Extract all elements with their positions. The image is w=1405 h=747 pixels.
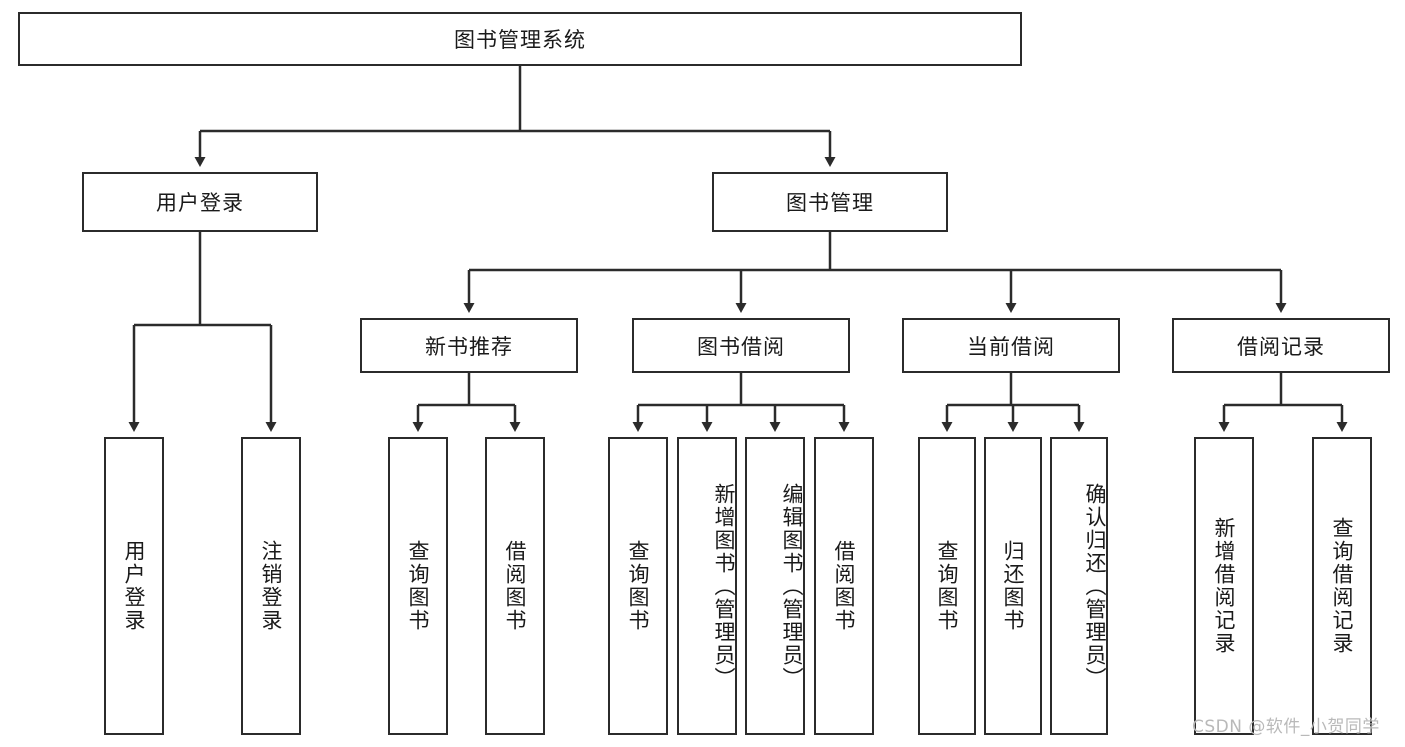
node-leaf-borrow-query-label: 查询图书 [626, 540, 651, 632]
node-root-label: 图书管理系统 [454, 28, 586, 52]
node-leaf-rec-add-label: 新增借阅记录 [1212, 517, 1237, 655]
node-leaf-rec-query2-label: 查询借阅记录 [1330, 517, 1355, 655]
node-leaf-borrow-query[interactable]: 查询图书 [608, 437, 668, 735]
node-leaf-user-logout[interactable]: 注销登录 [241, 437, 301, 735]
node-borrow-record-label: 借阅记录 [1237, 334, 1325, 359]
node-book-borrow-label: 图书借阅 [697, 334, 785, 359]
node-leaf-borrow-edit-label: 编辑图书（管理员） [780, 482, 804, 690]
node-leaf-borrow-edit[interactable]: 编辑图书（管理员） [745, 437, 805, 735]
node-new-book-rec-label: 新书推荐 [425, 334, 513, 359]
csdn-watermark: CSDN @软件_小贺同学 [1192, 717, 1380, 737]
node-leaf-cur-query-label: 查询图书 [935, 540, 960, 632]
node-book-borrow[interactable]: 图书借阅 [632, 318, 850, 373]
node-leaf-borrow-lend[interactable]: 借阅图书 [814, 437, 874, 735]
node-leaf-cur-confirm[interactable]: 确认归还（管理员） [1050, 437, 1108, 735]
node-root[interactable]: 图书管理系统 [18, 12, 1022, 66]
node-borrow-record[interactable]: 借阅记录 [1172, 318, 1390, 373]
node-leaf-rec-query2[interactable]: 查询借阅记录 [1312, 437, 1372, 735]
node-leaf-cur-return[interactable]: 归还图书 [984, 437, 1042, 735]
node-book-manage[interactable]: 图书管理 [712, 172, 948, 232]
node-leaf-rec-add[interactable]: 新增借阅记录 [1194, 437, 1254, 735]
node-leaf-user-logout-label: 注销登录 [259, 540, 284, 632]
node-leaf-borrow-lend-label: 借阅图书 [832, 540, 857, 632]
node-user-login[interactable]: 用户登录 [82, 172, 318, 232]
node-leaf-cur-query[interactable]: 查询图书 [918, 437, 976, 735]
node-book-manage-label: 图书管理 [786, 191, 874, 215]
node-leaf-borrow-add-label: 新增图书（管理员） [712, 482, 736, 690]
node-leaf-user-login-label: 用户登录 [122, 540, 147, 632]
node-leaf-rec-query[interactable]: 查询图书 [388, 437, 448, 735]
node-leaf-rec-query-label: 查询图书 [406, 540, 431, 632]
node-leaf-user-login[interactable]: 用户登录 [104, 437, 164, 735]
node-leaf-cur-confirm-label: 确认归还（管理员） [1083, 482, 1107, 690]
node-leaf-rec-borrow-label: 借阅图书 [503, 540, 528, 632]
node-user-login-label: 用户登录 [156, 191, 244, 215]
node-leaf-cur-return-label: 归还图书 [1001, 540, 1026, 632]
node-current-borrow-label: 当前借阅 [967, 334, 1055, 359]
node-leaf-borrow-add[interactable]: 新增图书（管理员） [677, 437, 737, 735]
node-leaf-rec-borrow[interactable]: 借阅图书 [485, 437, 545, 735]
node-current-borrow[interactable]: 当前借阅 [902, 318, 1120, 373]
node-new-book-rec[interactable]: 新书推荐 [360, 318, 578, 373]
